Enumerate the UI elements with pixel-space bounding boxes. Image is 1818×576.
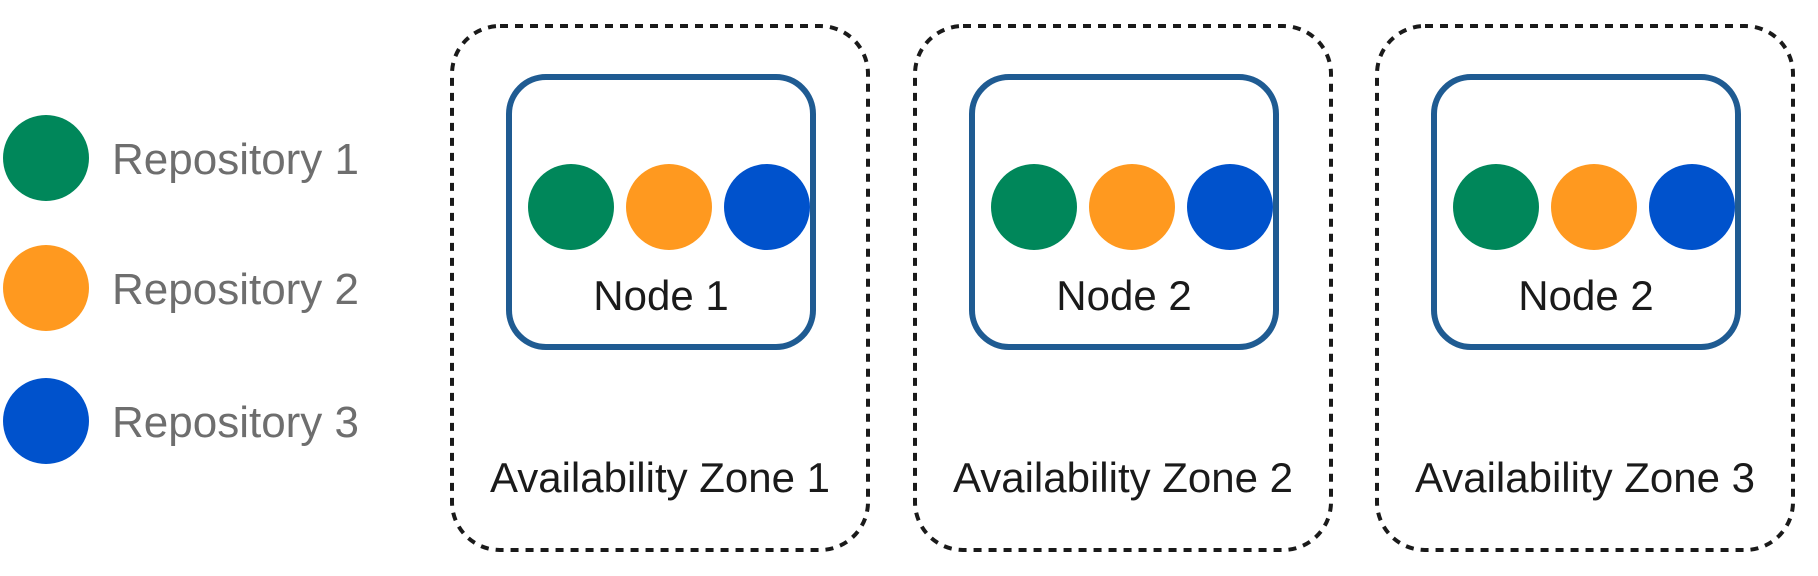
availability-zone-3: Node 2 Availability Zone 3 bbox=[1375, 24, 1795, 552]
repository-3-circle-icon bbox=[1187, 164, 1273, 250]
node-box: Node 2 bbox=[969, 74, 1279, 350]
repository-3-circle-icon bbox=[724, 164, 810, 250]
legend-item-repository-2: Repository 2 bbox=[0, 245, 400, 335]
legend-label: Repository 1 bbox=[112, 135, 360, 184]
node-label: Node 2 bbox=[1056, 272, 1192, 319]
node-box: Node 2 bbox=[1431, 74, 1741, 350]
repository-2-circle-icon bbox=[1551, 164, 1637, 250]
node-label: Node 2 bbox=[1518, 272, 1654, 319]
repository-1-circle-icon bbox=[1453, 164, 1539, 250]
legend-label: Repository 3 bbox=[112, 398, 360, 447]
zone-label: Availability Zone 2 bbox=[952, 454, 1294, 501]
zone-border bbox=[913, 24, 1333, 552]
zone-label: Availability Zone 3 bbox=[1414, 454, 1756, 501]
legend-item-repository-3: Repository 3 bbox=[0, 378, 400, 468]
availability-zone-2: Node 2 Availability Zone 2 bbox=[913, 24, 1333, 552]
repository-2-circle-icon bbox=[3, 245, 89, 331]
repository-2-circle-icon bbox=[626, 164, 712, 250]
repository-3-circle-icon bbox=[1649, 164, 1735, 250]
zone-border bbox=[450, 24, 870, 552]
zone-border bbox=[1375, 24, 1795, 552]
node-box: Node 1 bbox=[506, 74, 816, 350]
repository-2-circle-icon bbox=[1089, 164, 1175, 250]
repository-1-circle-icon bbox=[3, 115, 89, 201]
zone-label: Availability Zone 1 bbox=[489, 454, 831, 501]
repository-1-circle-icon bbox=[528, 164, 614, 250]
availability-zone-1: Node 1 Availability Zone 1 bbox=[450, 24, 870, 552]
legend-label: Repository 2 bbox=[112, 265, 360, 314]
node-label: Node 1 bbox=[593, 272, 729, 319]
legend-item-repository-1: Repository 1 bbox=[0, 115, 400, 205]
repository-1-circle-icon bbox=[991, 164, 1077, 250]
repository-3-circle-icon bbox=[3, 378, 89, 464]
